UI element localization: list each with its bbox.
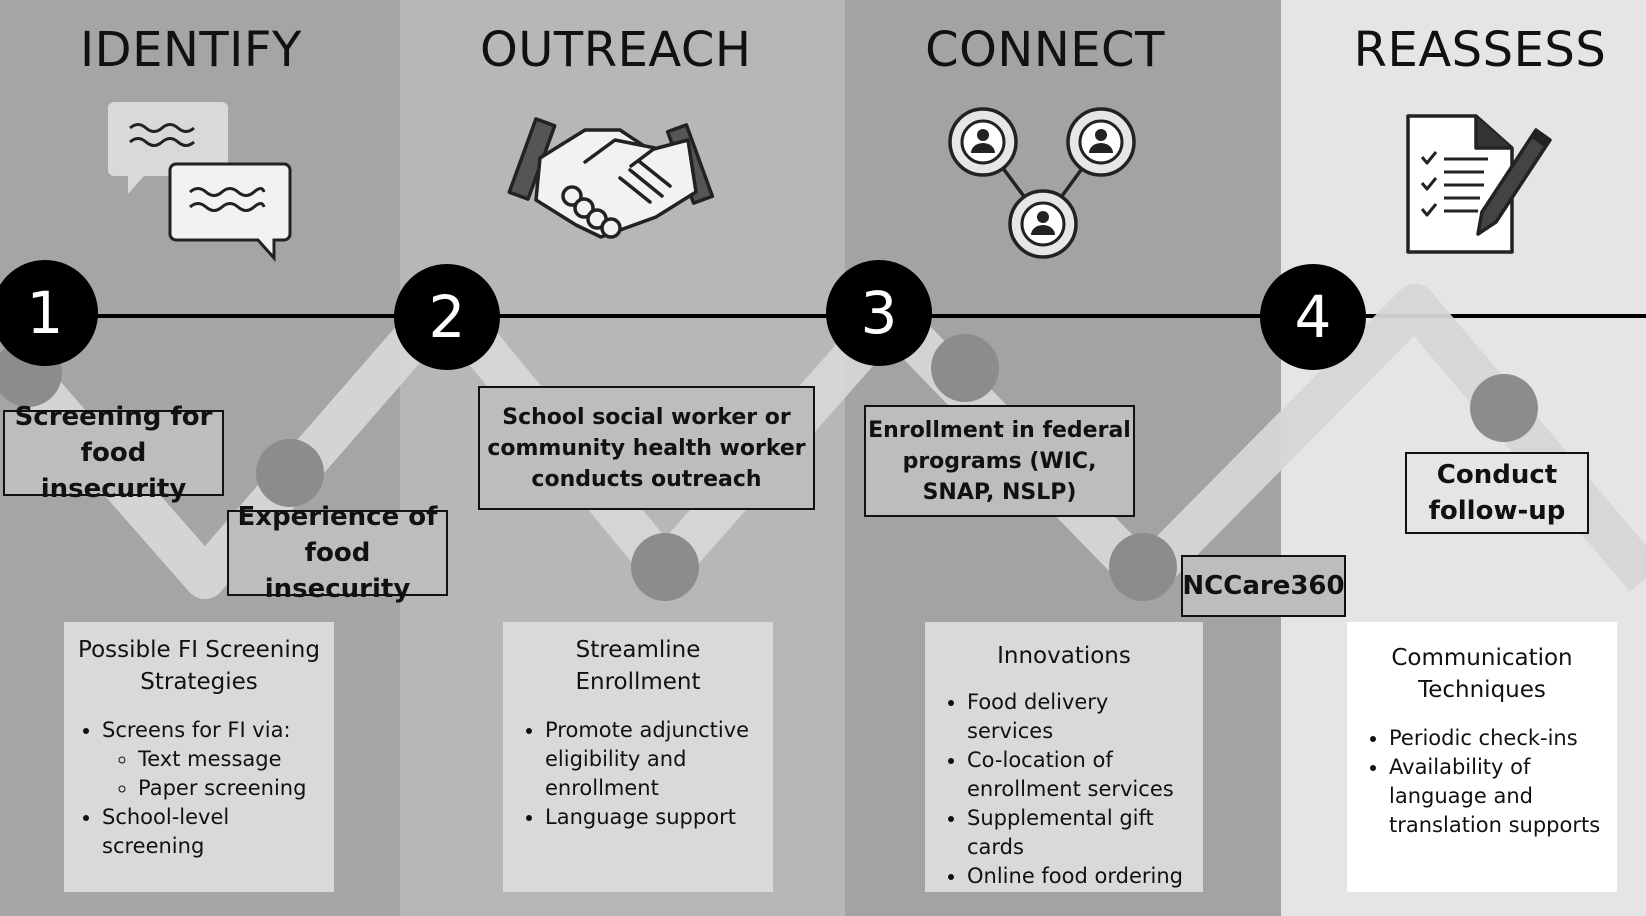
follow-up-box: Conduct follow-up bbox=[1405, 452, 1589, 534]
connect-panel: Innovations Food delivery services Co-lo… bbox=[925, 622, 1203, 892]
outreach-panel: Streamline Enrollment Promote adjunctive… bbox=[503, 622, 773, 892]
handshake-icon bbox=[507, 117, 715, 239]
step-number-2: 2 bbox=[394, 264, 500, 370]
list-item: Availability of language and translation… bbox=[1389, 753, 1607, 840]
panel-list: Periodic check-ins Availability of langu… bbox=[1357, 724, 1607, 840]
list-item: School-level screening bbox=[102, 803, 326, 861]
milestone-dot bbox=[931, 334, 999, 402]
speech-bubbles-icon bbox=[108, 102, 292, 262]
list-item: Online food ordering bbox=[967, 862, 1193, 891]
panel-title: Innovations bbox=[997, 643, 1131, 669]
enrollment-box: Enrollment in federal programs (WIC, SNA… bbox=[864, 405, 1135, 517]
list-item: Language support bbox=[545, 803, 763, 832]
list-item: Periodic check-ins bbox=[1389, 724, 1607, 753]
network-people-icon bbox=[948, 107, 1136, 259]
outreach-box: School social worker or community health… bbox=[478, 386, 815, 510]
panel-list: Screens for FI via: Text message Paper s… bbox=[72, 716, 326, 861]
stage-heading-connect: CONNECT bbox=[925, 22, 1165, 78]
milestone-dot bbox=[1109, 533, 1177, 601]
nccare360-box: NCCare360 bbox=[1181, 555, 1346, 617]
step-number-1: 1 bbox=[0, 260, 98, 366]
reassess-panel: Communication Techniques Periodic check-… bbox=[1347, 622, 1617, 892]
checklist-pen-icon bbox=[1406, 114, 1552, 254]
step-number-3: 3 bbox=[826, 260, 932, 366]
identify-panel: Possible FI Screening Strategies Screens… bbox=[64, 622, 334, 892]
experience-box: Experience of food insecurity bbox=[227, 502, 448, 604]
stage-heading-identify: IDENTIFY bbox=[80, 22, 302, 78]
list-item: Supplemental gift cards bbox=[967, 804, 1193, 862]
milestone-dot bbox=[1470, 374, 1538, 442]
screening-box: Screening for food insecurity bbox=[3, 402, 224, 504]
panel-title: Streamline Enrollment bbox=[575, 637, 701, 695]
list-item: Promote adjunctive eligibility and enrol… bbox=[545, 716, 763, 803]
list-item: Paper screening bbox=[138, 774, 326, 803]
milestone-dot bbox=[631, 533, 699, 601]
stage-heading-reassess: REASSESS bbox=[1353, 22, 1607, 78]
list-item: Screens for FI via: Text message Paper s… bbox=[102, 716, 326, 803]
milestone-dot bbox=[256, 439, 324, 507]
list-item: Co-location of enrollment services bbox=[967, 746, 1193, 804]
panel-list: Promote adjunctive eligibility and enrol… bbox=[513, 716, 763, 832]
stage-heading-outreach: OUTREACH bbox=[480, 22, 752, 78]
step-number-4: 4 bbox=[1260, 264, 1366, 370]
panel-list: Food delivery services Co-location of en… bbox=[935, 688, 1193, 891]
panel-title: Possible FI Screening Strategies bbox=[78, 637, 320, 695]
list-item: Text message bbox=[138, 745, 326, 774]
list-item: Food delivery services bbox=[967, 688, 1193, 746]
panel-title: Communication Techniques bbox=[1391, 645, 1573, 703]
